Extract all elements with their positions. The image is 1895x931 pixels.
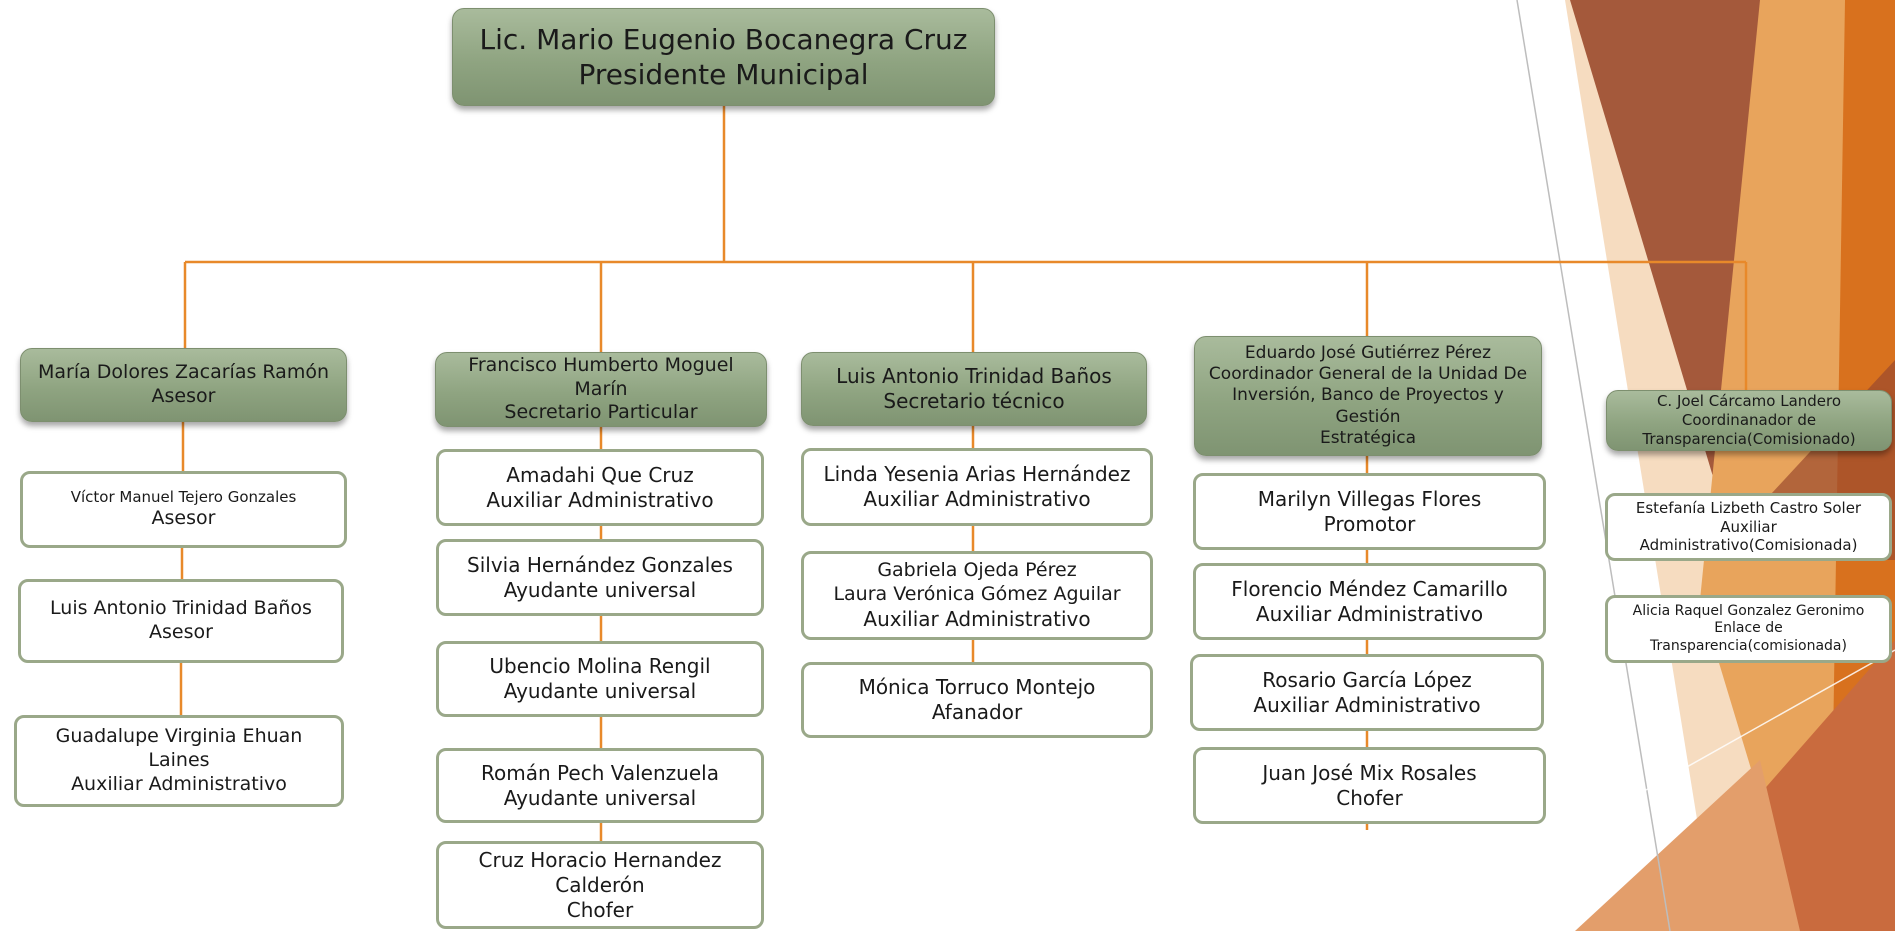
president-title: Presidente Municipal (578, 58, 869, 91)
member-box: Rosario García López Auxiliar Administra… (1190, 654, 1544, 731)
head-box-secretario-tecnico: Luis Antonio Trinidad Baños Secretario t… (801, 352, 1147, 426)
member-box: Linda Yesenia Arias Hernández Auxiliar A… (801, 448, 1153, 526)
member-box: Juan José Mix Rosales Chofer (1193, 747, 1546, 824)
member-box: Silvia Hernández Gonzales Ayudante unive… (436, 539, 764, 616)
president-name: Lic. Mario Eugenio Bocanegra Cruz (479, 23, 968, 56)
member-box: Román Pech Valenzuela Ayudante universal (436, 748, 764, 823)
head-box-coordinador-transparencia: C. Joel Cárcamo Landero Coordinanador de… (1606, 390, 1892, 451)
member-box: Guadalupe Virginia Ehuan Laines Auxiliar… (14, 715, 344, 807)
member-box: Luis Antonio Trinidad Baños Asesor (18, 579, 344, 663)
member-box: Ubencio Molina Rengil Ayudante universal (436, 641, 764, 717)
member-box: Alicia Raquel Gonzalez Geronimo Enlace d… (1605, 595, 1892, 663)
member-box: Florencio Méndez Camarillo Auxiliar Admi… (1193, 563, 1546, 640)
member-box: Víctor Manuel Tejero Gonzales Asesor (20, 471, 347, 548)
member-box: Cruz Horacio Hernandez Calderón Chofer (436, 841, 764, 929)
member-box: Marilyn Villegas Flores Promotor (1193, 473, 1546, 550)
head-box-coordinador-general: Eduardo José Gutiérrez Pérez Coordinador… (1194, 336, 1542, 456)
member-box: Amadahi Que Cruz Auxiliar Administrativo (436, 449, 764, 526)
head-box-secretario-particular: Francisco Humberto Moguel Marín Secretar… (435, 352, 767, 427)
president-box: Lic. Mario Eugenio Bocanegra Cruz Presid… (452, 8, 995, 106)
head-box-asesor: María Dolores Zacarías Ramón Asesor (20, 348, 347, 422)
member-box: Estefanía Lizbeth Castro Soler Auxiliar … (1605, 493, 1892, 561)
member-box: Gabriela Ojeda Pérez Laura Verónica Góme… (801, 551, 1153, 640)
member-box: Mónica Torruco Montejo Afanador (801, 662, 1153, 738)
